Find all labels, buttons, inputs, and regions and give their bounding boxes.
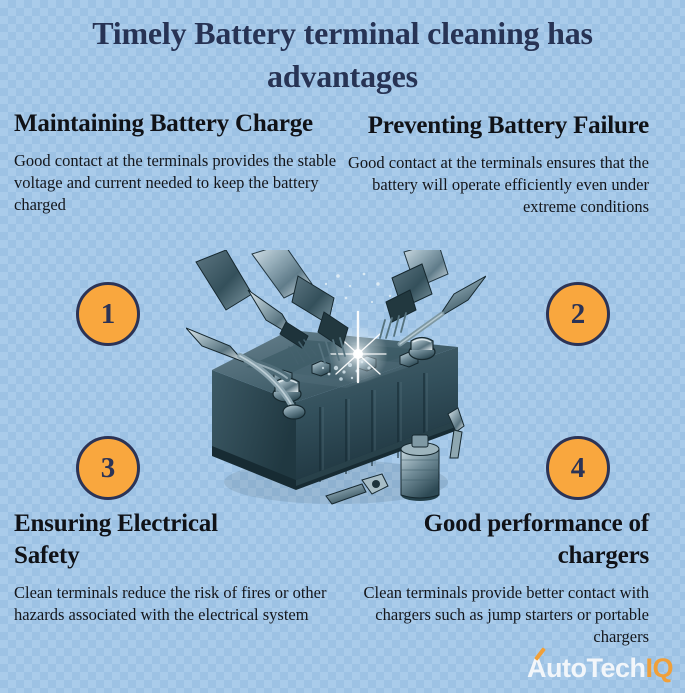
advantage-heading-3: Ensuring Electrical Safety [14,510,218,569]
brand-logo: AutoTech IQ [526,647,673,685]
advantage-heading-2: Preventing Battery Failure [367,112,650,139]
advantage-block-3: Ensuring Electrical Safety Clean termina… [14,508,344,626]
advantage-heading-1: Maintaining Battery Charge [14,110,313,137]
number-badge-1: 1 [76,282,140,346]
advantage-body-3: Clean terminals reduce the risk of fires… [14,583,327,624]
number-badge-4: 4 [546,436,610,500]
number-badge-2: 2 [546,282,610,346]
logo-accent-text: IQ [645,652,673,683]
logo-main-text: AutoTech [526,652,646,683]
advantage-block-1: Maintaining Battery Charge Good contact … [14,108,344,216]
number-badge-3: 3 [76,436,140,500]
advantage-body-2: Good contact at the terminals ensures th… [347,153,649,216]
advantage-block-4: Good performance of chargers Clean termi… [341,508,671,648]
advantage-block-2: Preventing Battery Failure Good contact … [341,110,671,218]
advantage-body-1: Good contact at the terminals provides t… [14,151,337,214]
battery-illustration [186,250,486,515]
battery-illustration-svg [186,250,486,505]
page-title: Timely Battery terminal cleaning has adv… [92,15,593,94]
advantage-body-4: Clean terminals provide better contact w… [363,583,649,646]
advantage-heading-4: Good performance of chargers [423,510,650,569]
